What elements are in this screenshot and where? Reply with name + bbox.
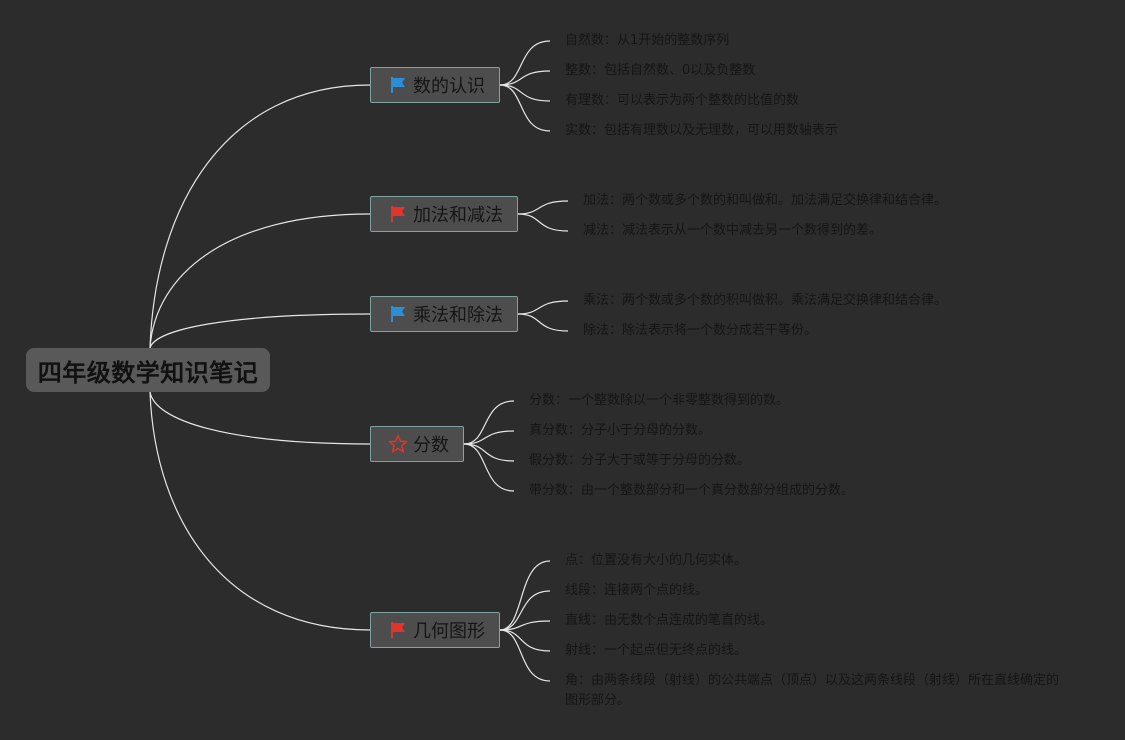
leaf-addition[interactable]: 加法：两个数或多个数的和叫做和。加法满足交换律和结合律。 xyxy=(583,193,948,208)
branch-addition-subtraction[interactable]: 加法和减法 xyxy=(370,196,518,232)
root-topic[interactable]: 四年级数学知识笔记 xyxy=(26,348,270,392)
branch-label: 乘法和除法 xyxy=(413,305,503,326)
leaf-connector xyxy=(517,200,569,215)
root-connector xyxy=(149,391,371,631)
leaf-connector xyxy=(463,443,515,492)
red-star-icon xyxy=(388,434,408,454)
leaf-real-numbers[interactable]: 实数：包括有理数以及无理数，可以用数轴表示 xyxy=(565,123,839,138)
leaf-connector xyxy=(499,620,551,631)
leaf-connector xyxy=(499,590,551,631)
leaf-subtraction[interactable]: 减法：减法表示从一个数中减去另一个数得到的差。 xyxy=(583,223,883,238)
root-connector xyxy=(149,84,371,349)
leaf-connector xyxy=(499,629,551,652)
leaf-multiplication[interactable]: 乘法：两个数或多个数的积叫做积。乘法满足交换律和结合律。 xyxy=(583,293,948,308)
leaf-connector xyxy=(517,300,569,315)
leaf-straight-line[interactable]: 直线：由无数个点连成的笔直的线。 xyxy=(565,613,774,628)
leaf-line-segment[interactable]: 线段：连接两个点的线。 xyxy=(565,583,709,598)
leaf-connector xyxy=(499,70,551,86)
leaf-natural-numbers[interactable]: 自然数：从1开始的整数序列 xyxy=(565,33,730,48)
leaf-connector xyxy=(499,560,551,631)
leaf-angle[interactable]: 角：由两条线段（射线）的公共端点（顶点）以及这两条线段（射线）所在直线确定的图形… xyxy=(565,673,1060,708)
root-connector xyxy=(149,213,371,349)
leaf-mixed-number[interactable]: 带分数：由一个整数部分和一个真分数部分组成的分数。 xyxy=(529,483,855,498)
leaf-connector xyxy=(499,84,551,102)
leaf-fraction[interactable]: 分数：一个整数除以一个非零整数得到的数。 xyxy=(529,393,790,408)
branch-number-concepts[interactable]: 数的认识 xyxy=(370,67,500,103)
leaf-connector xyxy=(517,213,569,232)
branch-label: 加法和减法 xyxy=(413,205,503,226)
leaf-rational-numbers[interactable]: 有理数：可以表示为两个整数的比值的数 xyxy=(565,93,800,108)
branch-label: 几何图形 xyxy=(413,621,485,642)
leaf-proper-fraction[interactable]: 真分数：分子小于分母的分数。 xyxy=(529,423,712,438)
root-connector xyxy=(149,391,371,445)
leaf-connector xyxy=(499,84,551,132)
branch-label: 数的认识 xyxy=(413,76,485,97)
leaf-connector xyxy=(499,629,551,682)
leaf-improper-fraction[interactable]: 假分数：分子大于或等于分母的分数。 xyxy=(529,453,751,468)
branch-geometry[interactable]: 几何图形 xyxy=(370,612,500,648)
root-topic-label: 四年级数学知识笔记 xyxy=(37,358,259,387)
root-connector xyxy=(149,313,371,349)
leaf-integers[interactable]: 整数：包括自然数、0以及负整数 xyxy=(565,63,756,78)
leaf-connector xyxy=(499,40,551,86)
leaf-division[interactable]: 除法：除法表示将一个数分成若干等份。 xyxy=(583,323,818,338)
leaf-connector xyxy=(463,430,515,445)
leaf-point[interactable]: 点：位置没有大小的几何实体。 xyxy=(565,553,748,568)
branch-label: 分数 xyxy=(413,435,449,456)
leaf-connector xyxy=(463,443,515,462)
red-flag-icon xyxy=(388,620,408,640)
blue-flag-icon xyxy=(388,304,408,324)
leaf-connector xyxy=(463,400,515,445)
leaf-connector xyxy=(517,313,569,332)
red-flag-icon xyxy=(388,204,408,224)
branch-fractions[interactable]: 分数 xyxy=(370,426,464,462)
leaf-ray[interactable]: 射线：一个起点但无终点的线。 xyxy=(565,643,748,658)
branch-multiplication-division[interactable]: 乘法和除法 xyxy=(370,296,518,332)
blue-flag-icon xyxy=(388,75,408,95)
